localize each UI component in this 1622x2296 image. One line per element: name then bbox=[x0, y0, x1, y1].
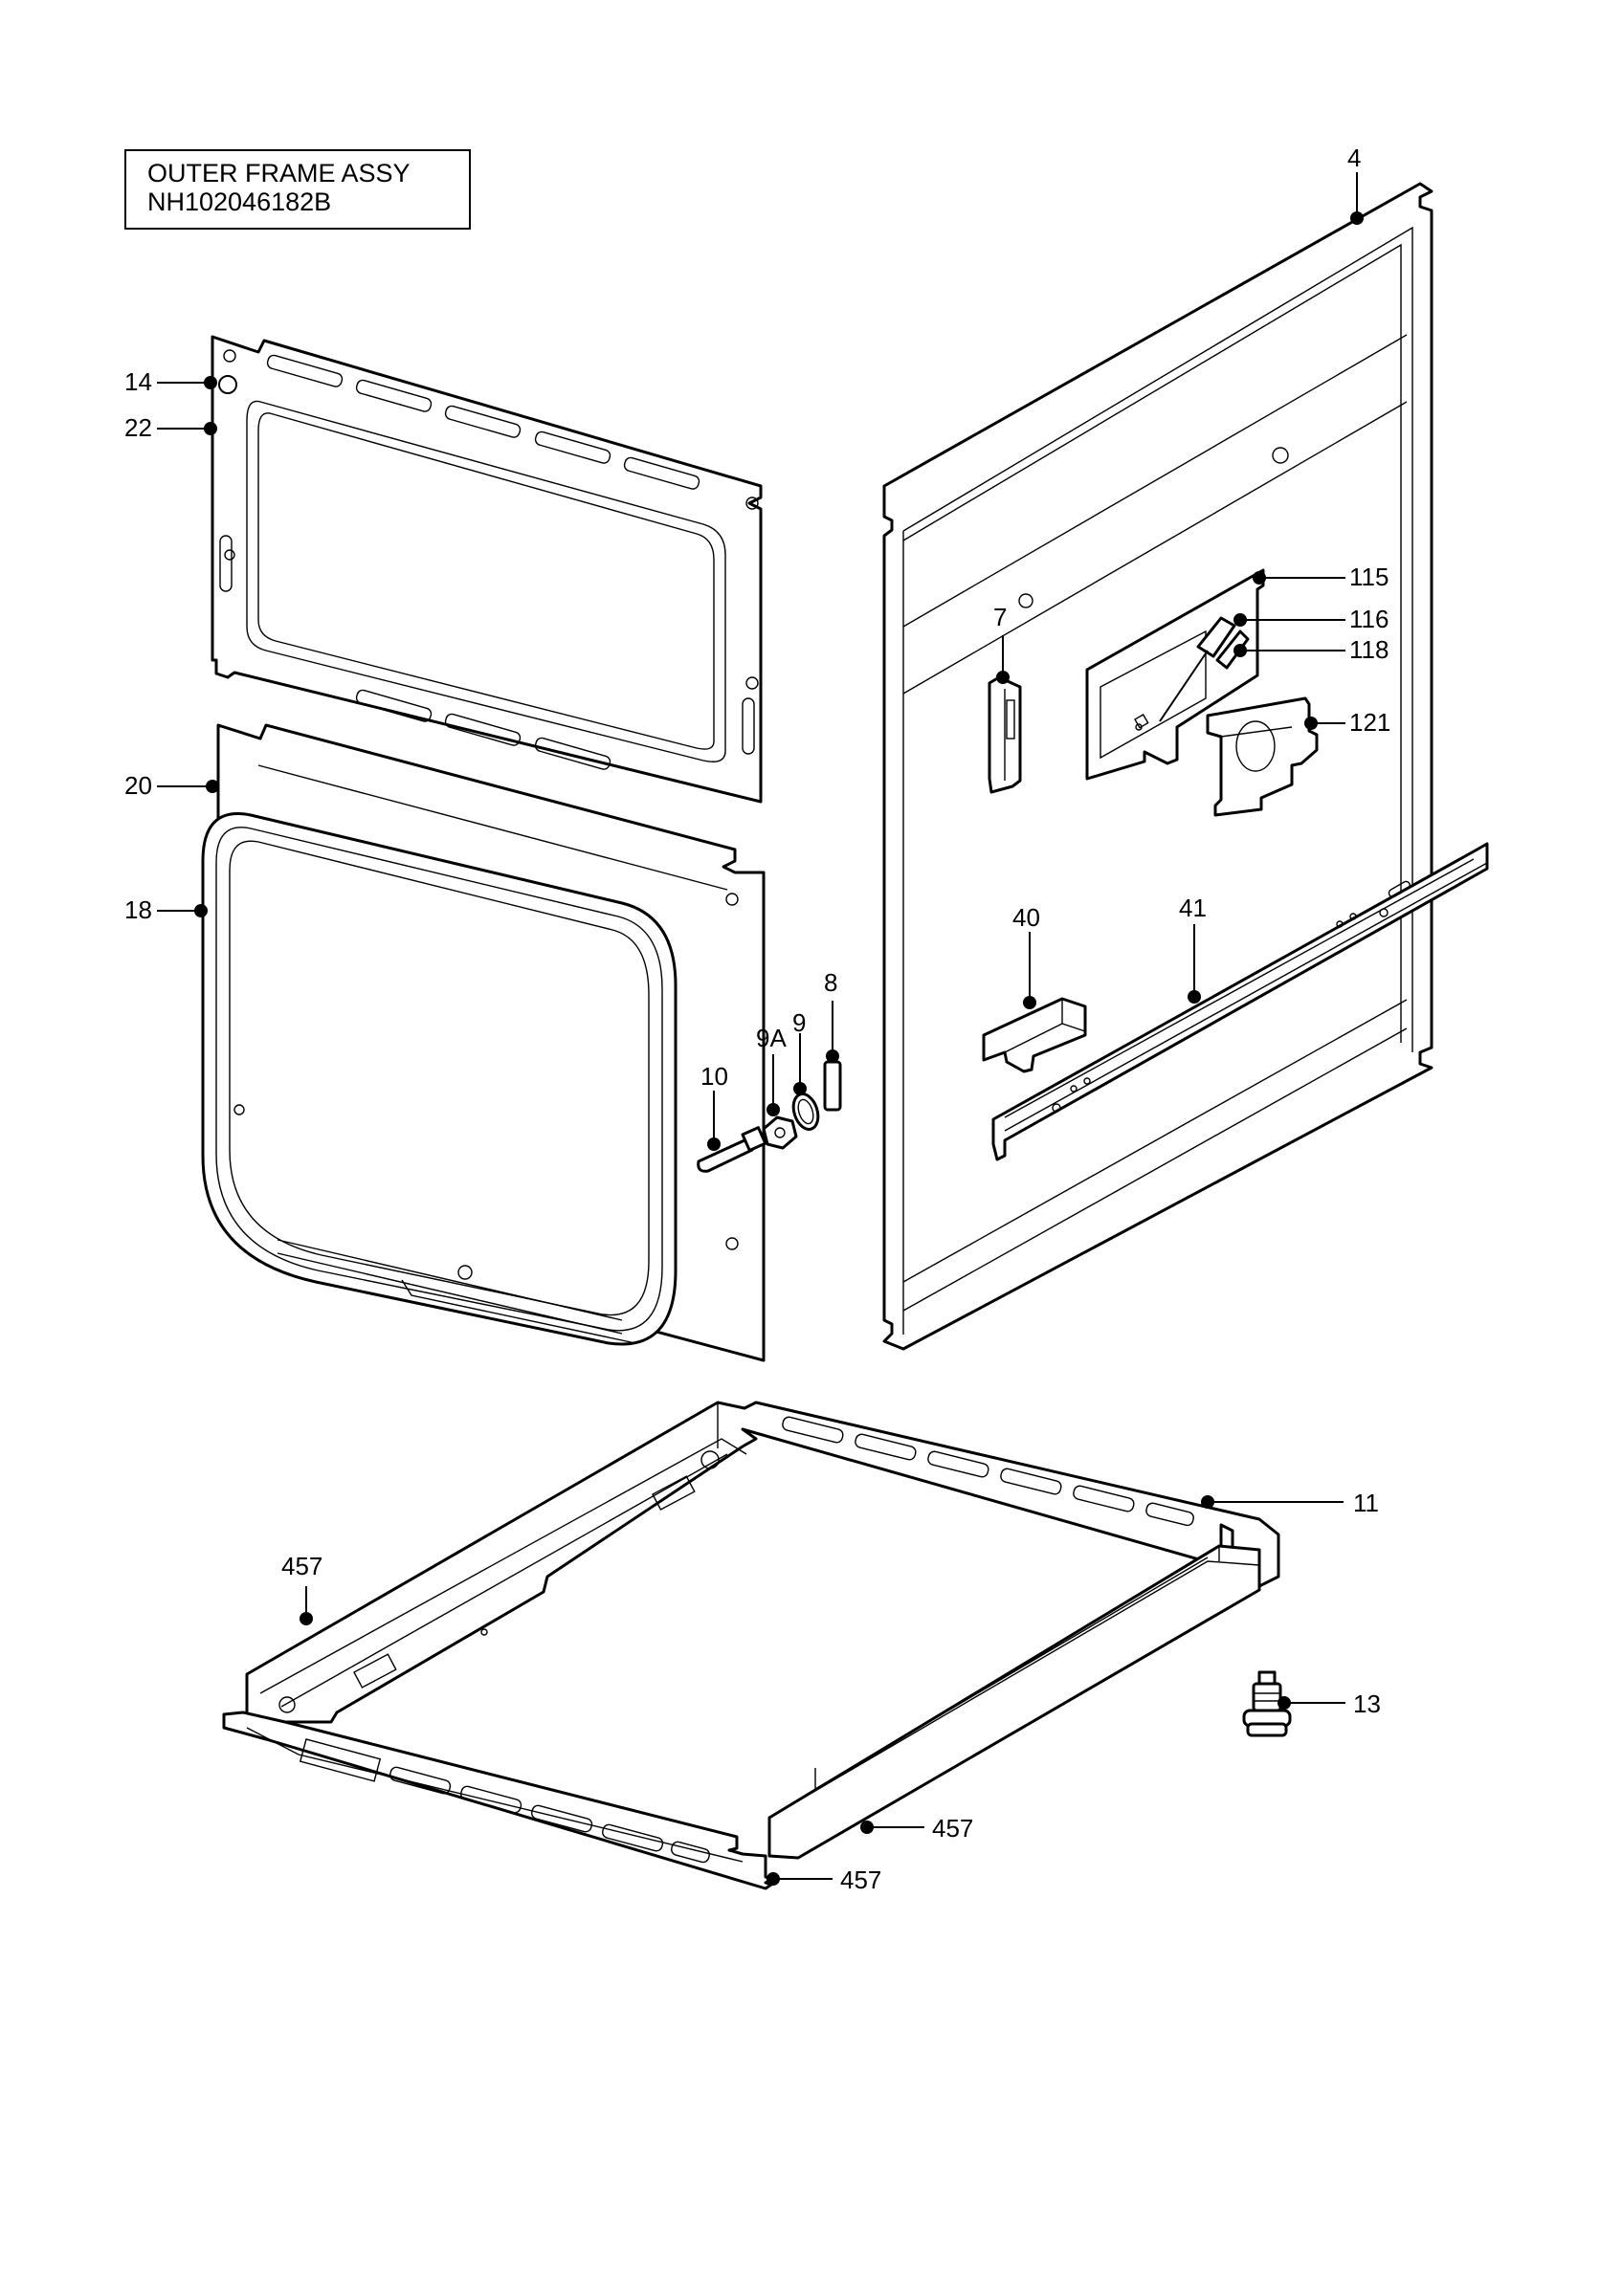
callout-41: 41 bbox=[1179, 894, 1207, 922]
part-22-upper-panel bbox=[211, 335, 763, 804]
callout-11: 11 bbox=[1353, 1489, 1379, 1517]
callout-9: 9 bbox=[792, 1008, 806, 1037]
callout-9A: 9A bbox=[756, 1024, 787, 1052]
callout-14: 14 bbox=[124, 367, 152, 396]
callout-457-right: 457 bbox=[932, 1814, 973, 1843]
part-457-right-rail bbox=[767, 1544, 1261, 1860]
part-10-pin bbox=[697, 1126, 767, 1173]
callout-13: 13 bbox=[1353, 1689, 1381, 1718]
part-118-switch-actuator bbox=[1215, 629, 1250, 670]
callout-20: 20 bbox=[124, 771, 152, 800]
part-11-base-frame bbox=[245, 1401, 1280, 1724]
part-number: NH102046182B bbox=[147, 188, 332, 216]
callout-115: 115 bbox=[1349, 563, 1389, 591]
callout-116: 116 bbox=[1349, 605, 1389, 633]
assembly-name: OUTER FRAME ASSY bbox=[147, 159, 411, 188]
callout-121: 121 bbox=[1349, 708, 1390, 737]
part-9A-nut bbox=[762, 1115, 798, 1150]
part-40-bracket bbox=[982, 997, 1087, 1073]
callout-18: 18 bbox=[124, 895, 152, 924]
part-41-runner-rail bbox=[991, 842, 1489, 1161]
callout-4: 4 bbox=[1347, 144, 1361, 172]
part-13-foot bbox=[1242, 1670, 1292, 1737]
callout-118: 118 bbox=[1349, 635, 1389, 664]
callout-10: 10 bbox=[700, 1062, 728, 1091]
part-7-bracket bbox=[988, 675, 1022, 794]
part-8-spacer bbox=[823, 1060, 842, 1112]
part-4-side-panel bbox=[882, 182, 1433, 1351]
callout-40: 40 bbox=[1012, 903, 1040, 932]
callout-457-bottom: 457 bbox=[840, 1866, 881, 1894]
part-18-door-seal bbox=[201, 812, 678, 1346]
callout-7: 7 bbox=[993, 603, 1007, 631]
callout-22: 22 bbox=[124, 413, 152, 442]
callout-8: 8 bbox=[824, 968, 837, 997]
part-116-microswitch bbox=[1159, 616, 1236, 722]
part-457-front-rail bbox=[222, 1711, 773, 1890]
callouts: 4 14 22 20 18 115 116 118 7 bbox=[124, 144, 1390, 1894]
callout-457-upper: 457 bbox=[281, 1552, 322, 1580]
diagram-title-box: OUTER FRAME ASSY NH102046182B bbox=[124, 149, 471, 230]
